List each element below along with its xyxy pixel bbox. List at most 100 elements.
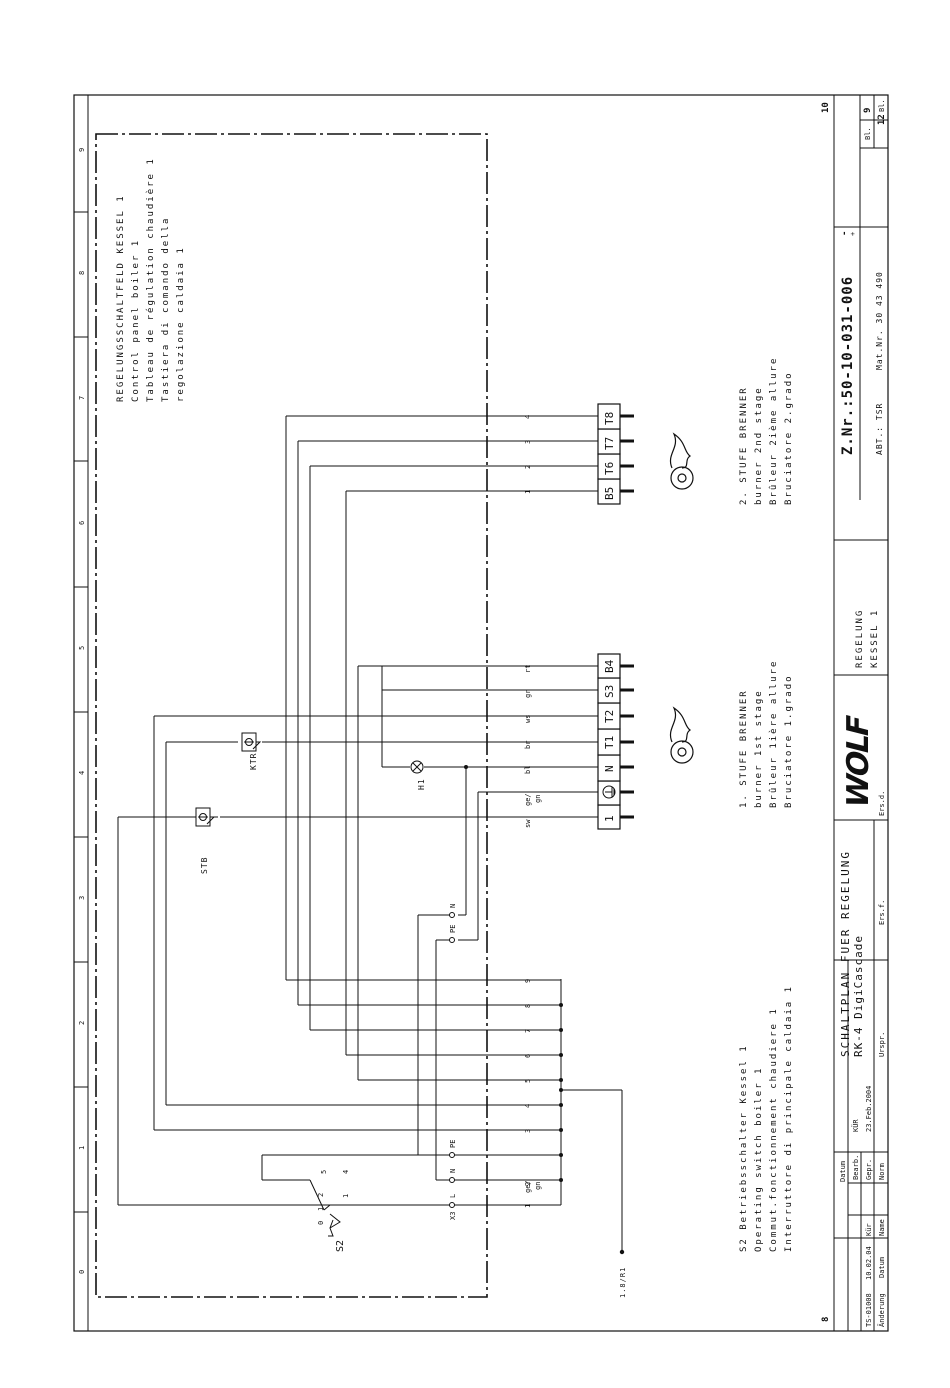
panel-title-line: REGELUNGSSCHALTFELD KESSEL 1 [116,194,126,402]
zone-number: 4 [78,771,86,775]
panel-title-line: Tastiera di comando della [161,217,171,402]
lamp-h1: H1 [410,760,426,790]
stage2-wire-numbers: 1 2 3 4 [524,415,532,494]
wolf-logo: WOLF [841,713,875,812]
aenderung-label: Änderung [877,1293,886,1327]
switch-caption: S2 Betriebsschalter Kessel 1 Operating s… [739,985,794,1252]
drawing-title: SCHALTPLAN FUER REGELUNG [839,850,852,1057]
sheet-label: Bl. [864,127,872,140]
revision-id: TS-01008 [865,1293,873,1327]
panel-title: REGELUNGSSCHALTFELD KESSEL 1 Control pan… [116,157,186,402]
panel-title-line: regolazione caldaia 1 [176,246,186,402]
revision-dash: - [840,231,850,236]
stage1-pin-label: T2 [603,710,616,723]
terminal-number: 5 [524,1079,532,1083]
stage2-pin-label: T8 [603,412,616,425]
stage1-caption-line: Bruciatore 1.grado [784,674,794,808]
x3-connector [449,912,455,1208]
switch-position: 0 [317,1221,325,1225]
stage2-pin-label: B5 [603,487,616,500]
stage1-caption-line: Brûleur 1ière allure [768,660,779,808]
ersf-label: Ers.f. [878,900,886,925]
wire-color-label: bl [524,766,532,774]
drawing-title-line2: RK-4 DigiCascade [852,935,865,1057]
x3-pin-label: N [449,904,457,908]
bearb-name: KÜR [851,1119,860,1132]
switch-caption-line: Interruttore di principale caldaia 1 [784,985,794,1252]
stage1-caption: 1. STUFE BRENNER burner 1st stage Brûleu… [739,660,794,808]
material-number: Mat.Nr. 30 43 490 [875,271,884,370]
terminal-number: 7 [524,1029,532,1033]
datum-header: Datum [839,1161,847,1182]
wire-color-label: gr [524,690,532,698]
wire-number: 4 [524,415,532,419]
cross-reference: 1.8/R1 [619,1267,627,1298]
zone-number: 3 [78,896,86,900]
stage1-pin-label: N [603,765,616,772]
stage1-pin-label: B4 [603,659,616,673]
zone-number: 6 [78,521,86,525]
stage1-pin-label: T1 [603,736,616,749]
stage1-plug: 1 N T1 T2 S3 B4 [597,653,634,830]
abt-label: ABT.: TSR [875,403,884,455]
switch-position: 2 [317,1193,325,1197]
zone-number: 1 [78,1146,86,1150]
sheet-number: 9 [863,108,873,113]
x3-pin-label: L [449,1194,457,1198]
stage2-caption: 2. STUFE BRENNER burner 2nd stage Brûleu… [739,357,794,505]
ersd-label: Ers.d. [878,791,886,816]
datum-label: Datum [878,1257,886,1278]
wire-color-label: sw [524,819,532,828]
zone-number: 9 [78,148,86,152]
panel-title-line: Control panel boiler 1 [131,239,141,402]
norm-label: Norm [878,1163,886,1180]
terminal-number: 2 [524,1182,532,1186]
zone-number: 8 [78,271,86,275]
stage2-pin-label: T7 [603,437,616,450]
stage1-caption-line: 1. STUFE BRENNER [739,689,749,808]
stage2-pin-label: T6 [603,462,616,475]
wire-color-label: br [524,741,532,749]
stage2-plug: B5 T6 T7 T8 [597,403,634,505]
switch-s2: S2 0 1 2 5 4 1 [317,1170,350,1252]
switch-contact-number: 5 [320,1170,328,1174]
zone-number: 0 [78,1270,86,1274]
page-number-next: 10 [821,102,831,113]
terminal-number: ge/ [524,1180,532,1193]
ktr-thermostat: KTR [241,732,262,770]
drawing-number: Z.Nr.:50-10-031-006 [840,276,856,455]
revision-date: 10.02.04 [865,1246,873,1280]
switch-position: 1 [317,1207,325,1211]
terminal-number: 3 [524,1129,532,1133]
terminal-number: 4 [524,1104,532,1108]
wolf-logo-text: WOLF [841,713,875,812]
stage2-caption-line: Brûleur 2ième allure [768,357,779,505]
wire-color-label: rt [524,665,532,673]
drawing-frame [73,94,889,1332]
switch-caption-line: Operating switch boiler 1 [754,1067,764,1252]
switch-contact-number: 4 [342,1170,350,1174]
stage2-caption-line: 2. STUFE BRENNER [739,386,749,505]
switch-contact-number: 1 [342,1194,350,1198]
stage1-pin-label: 1 [603,815,616,822]
stage2-caption-line: Bruciatore 2.grado [784,371,794,505]
stb-label: STB [200,857,209,874]
x3-label: X3 [449,1212,457,1220]
lamp-label: H1 [417,778,426,790]
revision-plus: + [849,232,857,236]
title-block-text: SCHALTPLAN FUER REGELUNG RK-4 DigiCascad… [839,99,887,1327]
gepr-label: Gepr. [865,1159,873,1180]
wire-color-label: gn [534,795,542,803]
urspr-label: Urspr. [878,1032,886,1057]
name-label: Name [878,1219,886,1236]
stage1-wire-colors: sw ge/ gn bl br ws gr rt [524,665,542,828]
panel-title-line: Tableau de régulation chaudière 1 [145,157,156,402]
stage1-caption-line: burner 1st stage [754,689,764,808]
terminal-number: 9 [524,979,532,983]
stage1-pin-label: S3 [603,685,616,698]
stb-thermostat: STB [195,807,218,874]
terminal-number: 8 [524,1004,532,1008]
stage2-caption-line: burner 2nd stage [754,386,764,505]
wire-color-label: ws [524,715,532,723]
x3-pin-label: N [449,1169,457,1173]
